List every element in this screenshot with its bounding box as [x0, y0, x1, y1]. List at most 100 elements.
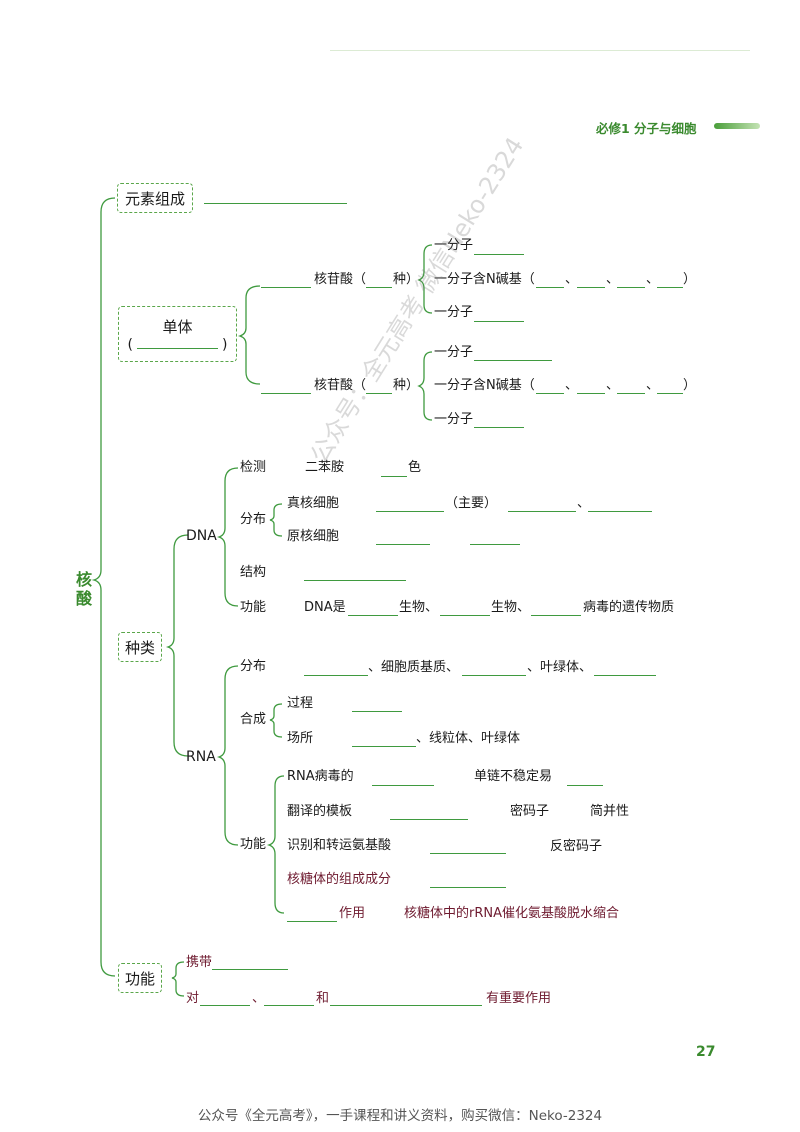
- element-blank: [204, 203, 347, 204]
- rna-f1-blank: [372, 785, 434, 786]
- dna-prokaryote: 原核细胞: [287, 529, 340, 544]
- rna-f1: RNA病毒的: [287, 769, 354, 784]
- function-carry-blank: [212, 969, 288, 970]
- nt1-count-blank: [366, 287, 392, 288]
- header-title: 必修1 分子与细胞: [596, 121, 697, 136]
- header-bar: [714, 123, 760, 129]
- nt1-text: 核苷酸（: [314, 272, 367, 287]
- root-brace: [91, 197, 116, 977]
- rna-f5b: 核糖体中的rRNA催化氨基酸脱水缩合: [404, 906, 619, 921]
- nt1-zhong: 种）: [393, 272, 420, 287]
- rna-f2c: 简并性: [590, 804, 630, 819]
- nt1-base-blank-3: [617, 287, 645, 288]
- nt2-c-blank: [474, 427, 524, 428]
- function-blank-1: [200, 1005, 250, 1006]
- nt2-count-blank: [366, 393, 392, 394]
- nt2-base-blank-2: [577, 393, 605, 394]
- nt1-c-blank: [474, 321, 524, 322]
- rna-f2-blank: [390, 819, 468, 820]
- nt1-close: ）: [683, 272, 697, 287]
- dna-func-blank-3: [531, 615, 581, 616]
- monomer-label: 单体: [162, 317, 193, 336]
- nt2-blank: [261, 393, 311, 394]
- nt2-sep-3: 、: [646, 378, 660, 393]
- rna-dist-blank-2: [462, 675, 526, 676]
- rna-f3b: 反密码子: [550, 839, 603, 854]
- nt2-b: 一分子含N碱基（: [434, 378, 535, 393]
- dna-pro-blank-1: [376, 544, 430, 545]
- element-box: 元素组成: [117, 183, 193, 213]
- nt2-base-blank-1: [536, 393, 564, 394]
- rna-dist-blank-3: [594, 675, 656, 676]
- rna-dist-blank-1: [304, 675, 368, 676]
- nt1-sep-3: 、: [646, 272, 660, 287]
- rna-f1b-blank: [567, 785, 603, 786]
- dna-dist-brace: [269, 503, 283, 537]
- rna-f3: 识别和转运氨基酸: [287, 838, 392, 853]
- dna-structure: 结构: [240, 565, 267, 580]
- dna-reagent: 二苯胺: [305, 460, 345, 475]
- nt1-a-blank: [474, 254, 524, 255]
- function-label: 功能: [124, 969, 155, 988]
- rna-f3-blank: [430, 853, 506, 854]
- monomer-blank: [136, 337, 219, 349]
- root-label: 核酸: [76, 570, 93, 608]
- nt1-sep-2: 、: [606, 272, 620, 287]
- rna-process-blank: [352, 711, 402, 712]
- nt2-base-blank-4: [657, 393, 683, 394]
- nt2-sep-2: 、: [606, 378, 620, 393]
- rna-dist-text-2: 、叶绿体、: [527, 660, 593, 675]
- function-box: 功能: [118, 963, 162, 993]
- rna-f5: 作用: [339, 906, 366, 921]
- function-blank-3: [330, 1005, 482, 1006]
- nt2-a: 一分子: [434, 345, 474, 360]
- monomer-sub: ( ): [128, 337, 228, 353]
- rna-distribution: 分布: [240, 659, 267, 674]
- rna-function: 功能: [240, 837, 267, 852]
- function-important: 有重要作用: [486, 991, 552, 1006]
- dna-distribution: 分布: [240, 512, 267, 527]
- rna-f4: 核糖体的组成成分: [287, 872, 392, 887]
- function-brace: [171, 961, 185, 997]
- kinds-box: 种类: [118, 632, 162, 662]
- dna-euk-sep: 、: [577, 496, 591, 511]
- nt2-zhong: 种）: [393, 378, 420, 393]
- dna-func-blank-1: [348, 615, 398, 616]
- monomer-box: 单体 ( ): [118, 306, 237, 362]
- nt1-base-blank-4: [657, 287, 683, 288]
- element-label: 元素组成: [124, 189, 185, 208]
- rna-process: 过程: [287, 696, 314, 711]
- rna-f2: 翻译的模板: [287, 804, 353, 819]
- nt2-brace: [417, 351, 433, 421]
- dna-func-4: 病毒的遗传物质: [583, 600, 675, 615]
- dna-euk-blank-1: [376, 511, 444, 512]
- top-rule: [330, 50, 750, 51]
- monomer-brace: [237, 285, 261, 385]
- kinds-label: 种类: [124, 638, 155, 657]
- nt2-sep-1: 、: [565, 378, 579, 393]
- footer-text: 公众号《全元高考》，一手课程和讲义资料，购买微信：Neko-2324: [197, 1108, 603, 1124]
- dna-func-1: DNA是: [304, 600, 346, 615]
- rna-f4-blank: [430, 887, 506, 888]
- dna-euk-blank-2: [508, 511, 576, 512]
- nt2-c: 一分子: [434, 412, 474, 427]
- rna-place: 场所: [287, 731, 314, 746]
- dna-color: 色: [408, 460, 422, 475]
- rna-brace: [216, 665, 239, 846]
- rna-dist-text-1: 、细胞质基质、: [368, 660, 460, 675]
- nt2-base-blank-3: [617, 393, 645, 394]
- dna-func-2: 生物、: [399, 600, 439, 615]
- function-carry: 携带: [186, 955, 213, 970]
- function-to: 对: [186, 991, 200, 1006]
- page-number: 27: [696, 1044, 716, 1060]
- rna-f5-blank: [287, 921, 337, 922]
- rna-place-blank: [352, 746, 416, 747]
- nt1-base-blank-1: [536, 287, 564, 288]
- dna-eukaryote: 真核细胞: [287, 496, 340, 511]
- function-blank-2: [264, 1005, 314, 1006]
- dna-euk-blank-3: [588, 511, 652, 512]
- nt1-brace: [417, 244, 433, 314]
- dna-color-blank: [381, 476, 407, 477]
- function-sep: 、: [252, 991, 266, 1006]
